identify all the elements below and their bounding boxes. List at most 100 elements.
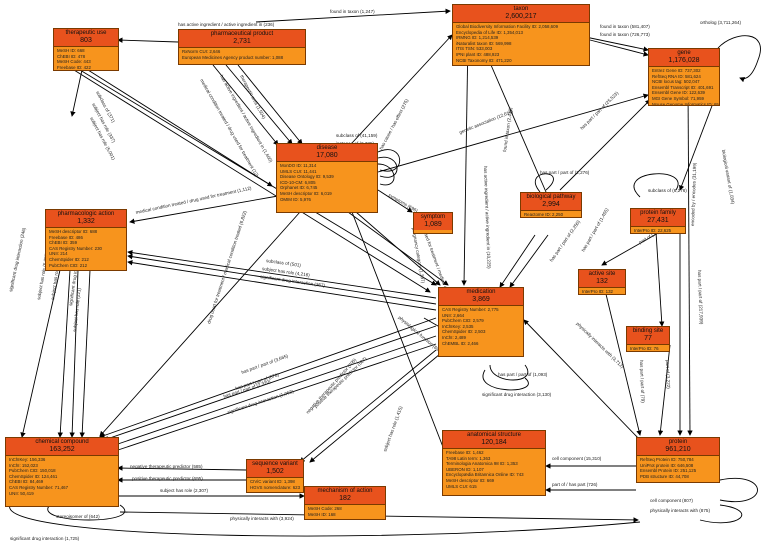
- node-property: IPNI plant ID: 488,923: [456, 51, 500, 57]
- node-property: Ensembl Protein ID: 251,125: [640, 468, 697, 474]
- node-title: biological pathway: [521, 193, 581, 201]
- node-active-site[interactable]: active site 132 InterPro ID: 132: [578, 269, 626, 295]
- node-title: chemical compound: [6, 438, 118, 446]
- node-property: InChI: 2,489: [442, 334, 466, 340]
- node-property: ChEBI ID: 84,469: [9, 479, 44, 485]
- node-title: anatomical structure: [443, 431, 545, 439]
- node-property: ChemSpider ID: 124,461: [9, 473, 58, 479]
- node-property: NCBI Taxonomy ID: 471,220: [456, 57, 512, 63]
- edge-label: has part / part of (3,665): [241, 353, 289, 375]
- node-chemical-compound[interactable]: chemical compound 163,252 InChIKey: 156,…: [5, 437, 119, 507]
- node-pharmaceutical-product[interactable]: pharmaceutical product 2,731 RxNorm CUI:…: [178, 29, 306, 65]
- node-property: KEGG ID: 306: [57, 70, 115, 71]
- edge-label: significant drug interaction (246): [8, 227, 27, 292]
- node-protein-family[interactable]: protein family 27,431 InterPro ID: 22,62…: [630, 208, 686, 234]
- node-sequence-variant[interactable]: sequence variant 1,502 CIViC variant ID:…: [246, 459, 304, 493]
- node-property: MeSH Code: 268: [308, 506, 342, 511]
- edge-label: significant drug interaction (3,130): [482, 392, 552, 397]
- node-properties: InterPro ID: 132: [579, 288, 625, 294]
- edge-label: has part / part of (1,455): [581, 207, 610, 253]
- node-property: InterPro ID: 132: [582, 289, 613, 294]
- node-title: protein family: [631, 209, 685, 217]
- node-anatomical-structure[interactable]: anatomical structure 120,184 Freebase ID…: [442, 430, 546, 496]
- node-taxon[interactable]: taxon 2,600,217 Global Biodiversity Info…: [452, 4, 590, 66]
- node-symptom[interactable]: symptom 1,089: [413, 212, 453, 234]
- edge-label: significant drug interaction (1,725): [10, 536, 80, 541]
- edge-label: subject has role (7,945): [50, 251, 62, 300]
- edge-label: has part / part of (2,250): [549, 219, 582, 263]
- node-property: ChEBI ID: 359: [49, 240, 78, 246]
- node-count: 163,252: [6, 446, 118, 456]
- node-biological-pathway[interactable]: biological pathway 2,994 Reactome ID: 2,…: [520, 192, 582, 218]
- node-property: iNaturalist taxon ID: 569,998: [456, 40, 512, 46]
- node-property: CIViC variant ID: 1,398: [250, 479, 295, 484]
- edge-label: has active ingredient / active ingredien…: [178, 22, 275, 27]
- node-property: RefSeq Protein ID: 750,784: [640, 457, 694, 462]
- edge-label: has part / part of (79): [639, 360, 646, 404]
- edge-label: biological variant of (1,034): [721, 149, 736, 205]
- edge-label: has part / part of (25,523): [579, 90, 620, 131]
- edge-label: negative therapeutic predictor (585): [130, 464, 203, 469]
- node-protein[interactable]: protein 961,210 RefSeq Protein ID: 750,7…: [636, 437, 720, 483]
- node-property: UNII: 2,664: [442, 312, 465, 318]
- node-property: Mouse Genome Informatics ID: 65,989: [652, 101, 720, 106]
- node-property: PubChem CID: 150,018: [9, 468, 56, 474]
- node-property: UNII: 50,419: [9, 490, 34, 496]
- node-property: TA98 Latin term: 1,363: [446, 455, 491, 461]
- node-title: active site: [579, 270, 625, 278]
- node-properties: Global Biodiversity Information Facility…: [453, 23, 589, 64]
- node-title: mechanism of action: [305, 487, 385, 495]
- node-medication[interactable]: medication 3,869 CAS Registry Number: 2,…: [438, 287, 524, 357]
- edge-label: significant drug interaction (367): [260, 274, 326, 288]
- edge-label: physically interacts with (3,712): [575, 321, 625, 369]
- edge-label: found in taxon (2,470): [502, 107, 513, 152]
- edge-label: pregnancy category (1,397): [411, 227, 426, 284]
- node-property: UBERON ID: 1,107: [446, 466, 484, 472]
- edge-label: stereoisomer of (642): [56, 514, 100, 519]
- edge-label: found in taxon (1,247): [330, 9, 375, 14]
- edge-label: found in taxon (726,773): [600, 32, 650, 37]
- node-count: 2,600,217: [453, 13, 589, 23]
- node-count: 77: [627, 335, 669, 345]
- edge-label: physically interacts with (3,924): [230, 516, 294, 521]
- node-count: 961,210: [637, 446, 719, 456]
- edge-label: cell component (807): [650, 498, 693, 503]
- node-property: IRMNG ID: 1,214,539: [456, 35, 499, 41]
- node-property: MeSH descriptor ID: 6,019: [280, 190, 332, 196]
- node-property: UMLS CUI: 615: [446, 483, 477, 489]
- node-property: Global Biodiversity Information Facility…: [456, 24, 559, 29]
- node-count: 182: [305, 495, 385, 505]
- edge-label: subject has role (1,415): [382, 405, 403, 452]
- node-title: gene: [649, 49, 719, 57]
- node-properties: Reactome ID: 2,250: [521, 211, 581, 217]
- node-property: Encyclopædia Britannica Online ID: 743: [446, 472, 524, 478]
- edge-label: subclass of (501): [266, 258, 302, 268]
- node-property: ChemSpider ID: 212: [49, 256, 89, 262]
- node-title: taxon: [453, 5, 589, 13]
- node-pharmacologic-action[interactable]: pharmacologic action 1,332 MeSH descript…: [45, 209, 127, 271]
- node-property: PDB structure ID: 44,708: [640, 473, 689, 479]
- node-count: 2,994: [521, 201, 581, 211]
- node-property: Reactome ID: 2,250: [524, 212, 564, 217]
- node-properties: InterPro ID: 76: [627, 345, 669, 351]
- node-count: 17,080: [277, 152, 377, 162]
- edge-label: negative therapeutic predictor (705): [305, 357, 358, 415]
- node-title: medication: [439, 288, 523, 296]
- node-binding-site[interactable]: binding site 77 InterPro ID: 76: [626, 326, 670, 352]
- edge-label: subclass of (6,276): [648, 188, 687, 193]
- node-property: InterPro ID: 76: [630, 346, 659, 351]
- edge-label: subject has role (221): [72, 287, 82, 332]
- node-property: CAS Registry Number: 230: [49, 245, 102, 251]
